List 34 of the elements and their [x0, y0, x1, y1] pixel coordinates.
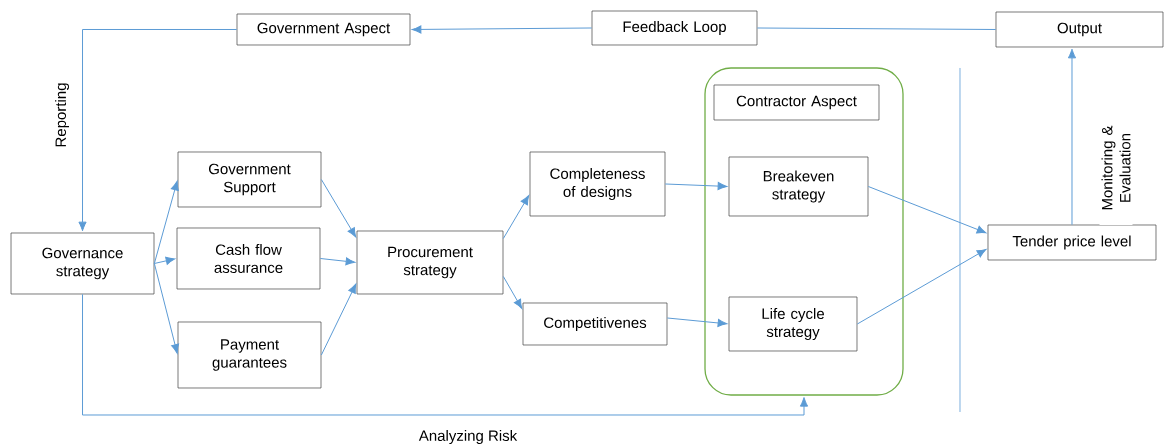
- arrow: [82, 293, 809, 416]
- process-box: Feedback Loop: [591, 10, 758, 46]
- process-box: Completeness of designs: [529, 151, 666, 217]
- process-box: Breakeven strategy: [728, 156, 869, 217]
- arrow: [153, 263, 180, 354]
- process-box: Tender price level: [987, 224, 1157, 261]
- arrow: [867, 186, 987, 234]
- process-box: Government Aspect: [236, 13, 411, 46]
- process-box: Contractor Aspect: [713, 84, 880, 121]
- arrow: [153, 180, 179, 264]
- arrow: [319, 257, 356, 266]
- arrow: [78, 29, 238, 232]
- edge-label: Analyzing Risk: [416, 428, 520, 446]
- arrow: [411, 25, 593, 34]
- arrow: [502, 276, 523, 309]
- process-box: Competitivenes: [522, 302, 668, 346]
- process-box: Procurement strategy: [356, 230, 504, 295]
- arrow: [666, 317, 728, 328]
- process-box: Output: [995, 11, 1164, 48]
- arrow: [856, 248, 987, 325]
- edge-label: Reporting: [53, 80, 71, 150]
- process-box: Governance strategy: [10, 232, 155, 295]
- arrow: [320, 283, 357, 356]
- group-frame: [704, 67, 904, 396]
- arrow: [1067, 48, 1077, 226]
- arrow: [664, 182, 728, 191]
- arrow: [320, 179, 357, 238]
- process-box: Government Support: [177, 151, 322, 208]
- process-box: Life cycle strategy: [728, 296, 858, 352]
- arrow: [153, 256, 176, 265]
- process-box: Payment guarantees: [177, 321, 322, 389]
- process-box: Cash flow assurance: [176, 227, 321, 290]
- edge-label: Monitoring & Evaluation: [1099, 111, 1133, 225]
- arrow: [502, 195, 530, 239]
